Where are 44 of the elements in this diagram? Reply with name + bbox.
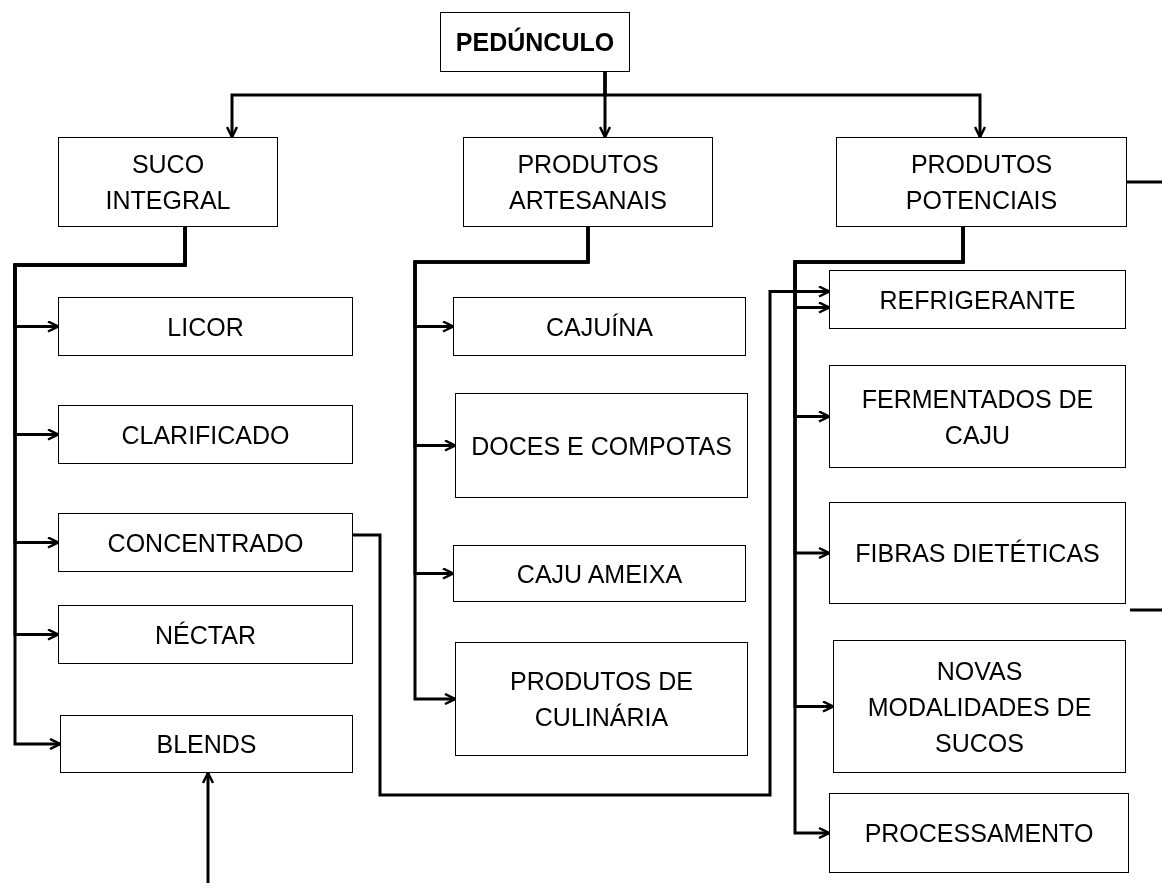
arrow	[603, 72, 987, 139]
line	[1130, 608, 1162, 612]
box-label: FIBRAS DIETÉTICAS	[855, 538, 1100, 569]
process-box	[58, 605, 353, 664]
process-box	[58, 297, 353, 356]
process-box	[58, 137, 278, 227]
box-label: NOVAS MODALIDADES DE SUCOS	[866, 655, 1093, 759]
process-box	[58, 513, 353, 572]
process-box	[440, 12, 630, 72]
box-label: SUCO INTEGRAL	[104, 149, 232, 216]
process-box	[453, 545, 746, 602]
box-label: BLENDS	[156, 729, 257, 760]
process-box	[455, 642, 748, 756]
box-label: CAJU AMEIXA	[516, 558, 683, 590]
box-label: PRODUTOS ARTESANAIS	[508, 149, 668, 216]
box-label: CLARIFICADO	[121, 419, 290, 451]
box-label: PROCESSAMENTO	[864, 818, 1094, 849]
box-label: PEDÚNCULO	[455, 26, 615, 58]
process-box	[60, 715, 353, 773]
box-label: FERMENTADOS DE CAJU	[860, 383, 1095, 451]
process-box	[829, 270, 1126, 329]
arrow	[353, 285, 831, 797]
process-box	[829, 365, 1126, 468]
process-box	[829, 793, 1129, 873]
box-label: PRODUTOS DE CULINÁRIA	[509, 666, 694, 733]
box-label: CAJUÍNA	[546, 311, 653, 343]
arrow	[13, 227, 187, 751]
process-box	[836, 137, 1127, 227]
process-box	[453, 297, 746, 356]
arrow	[413, 227, 590, 706]
box-label: PRODUTOS POTENCIAIS	[904, 149, 1059, 216]
process-box	[829, 502, 1126, 604]
line	[201, 771, 215, 883]
process-box	[455, 393, 748, 498]
box-label: REFRIGERANTE	[879, 284, 1076, 316]
box-label: CONCENTRADO	[107, 527, 304, 559]
process-box	[58, 405, 353, 464]
process-box	[463, 137, 713, 227]
line	[1127, 180, 1162, 184]
process-box	[833, 640, 1126, 773]
box-label: DOCES E COMPOTAS	[471, 430, 732, 462]
box-label: NÉCTAR	[155, 619, 256, 651]
arrow	[793, 227, 965, 840]
box-label: LICOR	[167, 311, 244, 343]
